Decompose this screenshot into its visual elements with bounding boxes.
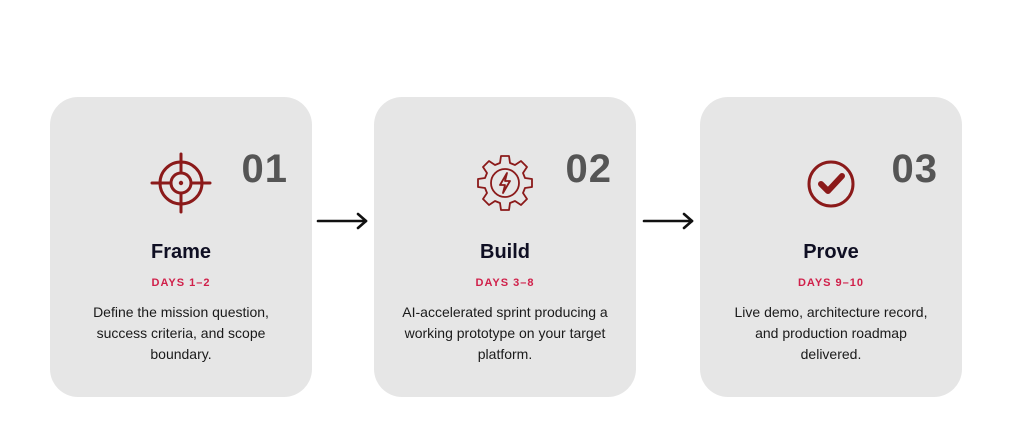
step-days: DAYS 9–10 [797,277,865,289]
step-title: Build [480,241,530,263]
step-number: 01 [241,147,288,191]
target-crosshair-icon [150,152,212,214]
step-days: DAYS 1–2 [151,277,211,289]
step-card-prove: 03 Prove DAYS 9–10 Live demo, architectu… [700,97,962,397]
step-number: 03 [891,147,938,191]
arrow-right-icon [316,210,370,232]
step-description: AI-accelerated sprint producing a workin… [402,304,608,362]
step-title: Prove [803,241,859,263]
step-number: 02 [565,147,612,191]
step-card-build: 02 Build DAYS 3–8 AI-accelerated sprint … [374,97,636,397]
step-card-frame: 01 Frame DAYS 1–2 Define the mission que… [50,97,312,397]
step-title: Frame [150,241,212,263]
arrow-right-icon [642,210,696,232]
step-description: Live demo, architecture record, and prod… [734,304,928,362]
step-description: Define the mission question, success cri… [93,304,269,362]
gear-lightning-icon [474,152,536,214]
check-circle-icon [800,152,862,214]
step-days: DAYS 3–8 [475,277,535,289]
